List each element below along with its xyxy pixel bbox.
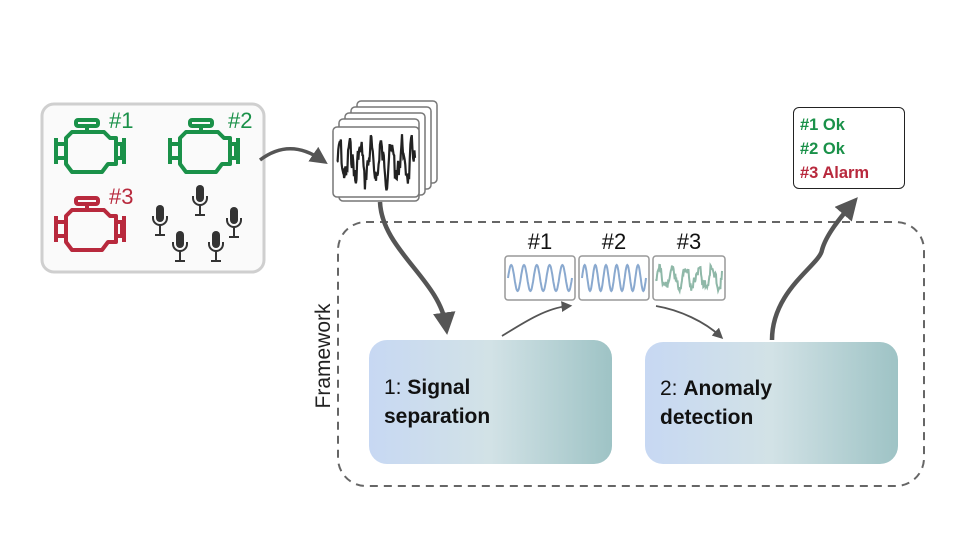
arrow-to-separated [501, 301, 573, 337]
stage-1-box [369, 340, 612, 464]
stage-2-title-line2: detection [660, 406, 754, 429]
machine-label-1: #1 [109, 108, 134, 133]
stage-signal-separation: 1: Signal separation [369, 340, 612, 464]
results-box: #1 Ok #2 Ok #3 Alarm [793, 107, 905, 189]
result-3: #3 Alarm [800, 164, 870, 182]
framework-boundary [337, 221, 925, 487]
result-1: #1 Ok [800, 116, 845, 134]
arrow-to-separation [377, 201, 456, 335]
result-2: #2 Ok [800, 140, 845, 158]
stage-anomaly-detection: 2: Anomaly detection [645, 342, 898, 464]
separated-signals [504, 255, 726, 301]
stage-1-title-line1: Signal [407, 375, 471, 399]
stage-2-title-line1: Anomaly [683, 376, 773, 400]
signal-label-1: #1 [527, 229, 553, 254]
mixed-recording-stack [332, 100, 438, 202]
machine-panel [40, 102, 266, 274]
signal-label-3: #3 [676, 229, 702, 254]
machine-label-2: #2 [228, 108, 253, 133]
signal-label-2: #2 [601, 229, 627, 254]
arrow-to-results [769, 197, 858, 341]
arrow-to-detection [655, 305, 724, 339]
arrow-to-recordings [258, 146, 328, 164]
stage-1-number: 1: [384, 375, 402, 399]
framework-label: Framework [312, 303, 335, 409]
stage-1-title-line2: separation [384, 405, 491, 428]
stage-2-box [645, 342, 898, 464]
machine-label-3: #3 [109, 184, 134, 209]
stage-2-number: 2: [660, 376, 678, 400]
